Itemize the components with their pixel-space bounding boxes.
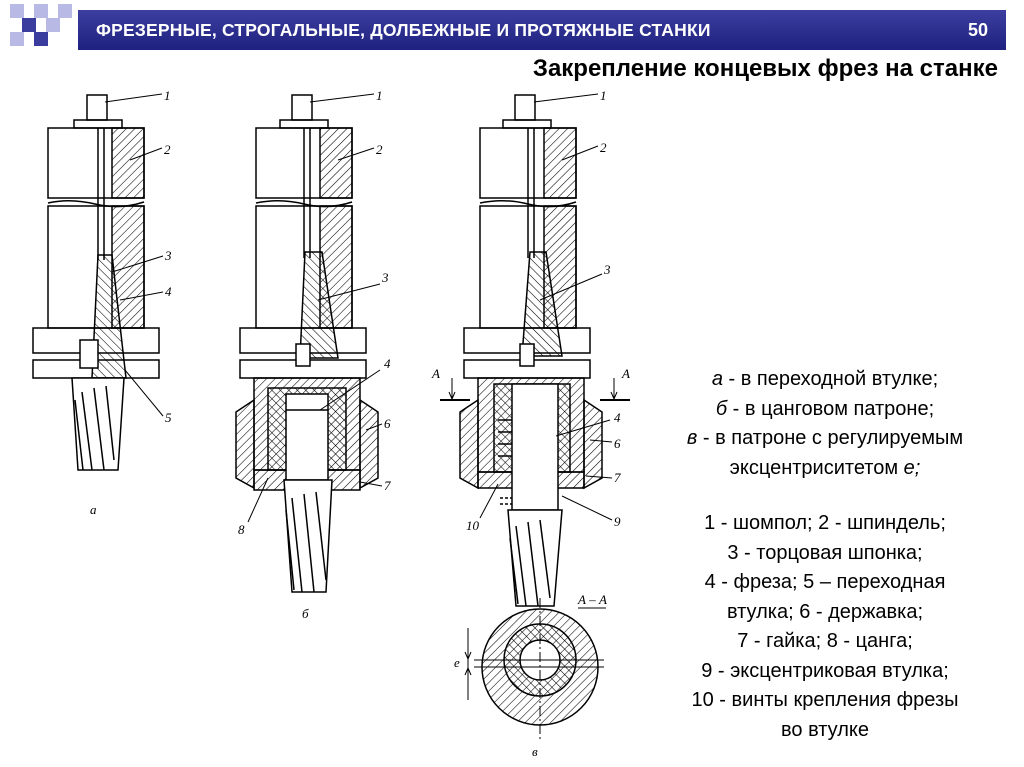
callout-a-5: 5 xyxy=(165,410,172,425)
callout-b-1: 1 xyxy=(376,88,383,103)
callout-a-3: 3 xyxy=(164,248,172,263)
callout-v-10: 10 xyxy=(466,518,480,533)
legend-part: 4 - фреза; 5 – переходная xyxy=(704,571,946,593)
legend-variant-b: б - в цанговом патроне; xyxy=(715,397,935,420)
legend-part: 10 - винты крепления фрезы xyxy=(691,689,959,711)
caption-v: в xyxy=(532,744,538,759)
legend-variant-a: а - в переходной втулке; xyxy=(711,368,939,390)
callout-a-1: 1 xyxy=(164,88,171,103)
callout-v-2: 2 xyxy=(600,140,607,155)
callout-v-4: 4 xyxy=(614,410,621,425)
caption-a: а xyxy=(90,502,97,517)
eccentricity-label: е xyxy=(454,655,460,670)
legend-part: 9 - эксцентриковая втулка; xyxy=(701,659,949,682)
callout-b-6: 6 xyxy=(384,416,391,431)
legend-part: 3 - торцовая шпонка; xyxy=(727,541,923,564)
callout-v-3: 3 xyxy=(603,262,611,277)
section-mark-right: А xyxy=(621,366,630,381)
header-title: ФРЕЗЕРНЫЕ, СТРОГАЛЬНЫЕ, ДОЛБЕЖНЫЕ И ПРОТ… xyxy=(96,19,711,40)
assembly-b xyxy=(235,93,383,593)
legend-part: 7 - гайка; 8 - цанга; xyxy=(737,630,913,652)
callout-b-8: 8 xyxy=(238,522,245,537)
callout-b-2: 2 xyxy=(376,142,383,157)
callout-v-7: 7 xyxy=(614,470,621,485)
caption-b: б xyxy=(302,606,309,621)
legend: а - в переходной втулке; б - в цанговом … xyxy=(640,365,1010,745)
section-mark-left: А xyxy=(431,366,440,381)
legend-variant-v: в - в патроне с регулируемым xyxy=(686,427,964,449)
slide-subtitle: Закрепление концевых фрез на станке xyxy=(532,55,998,82)
callout-a-2: 2 xyxy=(164,142,171,157)
callout-v-6: 6 xyxy=(614,436,621,451)
page-number: 50 xyxy=(967,19,988,40)
callout-v-1: 1 xyxy=(600,88,607,103)
section-title: А – А xyxy=(577,592,607,607)
legend-variant-v-cont: эксцентриситетом е; xyxy=(729,456,921,479)
callout-b-3: 3 xyxy=(381,270,389,285)
mill-fixing-diagram: 1 2 3 4 5 а xyxy=(32,88,630,759)
callout-b-4: 4 xyxy=(384,356,391,371)
assembly-a xyxy=(32,93,164,471)
legend-part: 1 - шомпол; 2 - шпиндель; xyxy=(704,512,946,534)
legend-part: втулка; 6 - державка; xyxy=(726,600,924,623)
legend-part: во втулке xyxy=(781,718,869,741)
header-banner: ФРЕЗЕРНЫЕ, СТРОГАЛЬНЫЕ, ДОЛБЕЖНЫЕ И ПРОТ… xyxy=(78,10,1006,50)
callout-a-4: 4 xyxy=(165,284,172,299)
callout-b-7: 7 xyxy=(384,478,391,493)
callout-v-9: 9 xyxy=(614,514,621,529)
assembly-v xyxy=(440,93,630,740)
corner-decoration xyxy=(0,0,78,56)
